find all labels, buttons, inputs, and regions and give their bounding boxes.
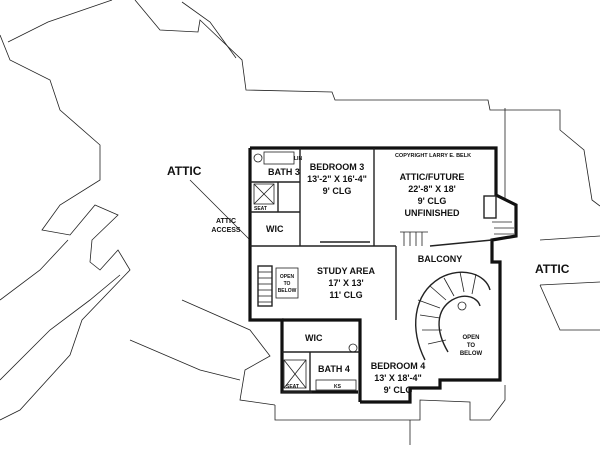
bedroom3-size: 13'-2" X 16'-4" [307, 174, 367, 184]
attic-left-label: ATTIC [167, 164, 202, 178]
attic-future-size: 22'-8" X 18' [408, 184, 456, 194]
attic-future-ceiling: 9' CLG [418, 196, 447, 206]
open-below-left-1: OPEN [280, 274, 295, 280]
open-below-left-2: TO [284, 281, 291, 287]
attic-stair [400, 195, 514, 246]
seat-lower-label: SEAT [286, 384, 299, 390]
study-name: STUDY AREA [317, 266, 376, 276]
open-below-right-3: BELOW [460, 351, 483, 357]
balcony-label: BALCONY [418, 254, 463, 264]
stair-left [257, 265, 299, 307]
bedroom4-name: BEDROOM 4 [371, 361, 426, 371]
bedroom3-name: BEDROOM 3 [310, 162, 365, 172]
attic-access-line2: ACCESS [211, 227, 241, 234]
attic-future-status: UNFINISHED [404, 208, 460, 218]
ks-label: KS [334, 384, 342, 390]
bath4-label: BATH 4 [318, 364, 350, 374]
attic-access-line1: ATTIC [216, 218, 236, 225]
attic-future-name: ATTIC/FUTURE [400, 172, 465, 182]
wic-lower-label: WIC [305, 333, 323, 343]
seat-upper-label: SEAT [254, 206, 267, 212]
wic-upper-label: WIC [266, 224, 284, 234]
open-below-right-1: OPEN [462, 335, 479, 341]
spiral-stair [415, 271, 491, 361]
bath4-fixtures [283, 343, 358, 391]
bedroom4-ceiling: 9' CLG [384, 385, 413, 395]
study-size: 17' X 13' [328, 278, 363, 288]
open-below-right-2: TO [467, 343, 476, 349]
interior-walls [250, 148, 493, 393]
attic-right-label: ATTIC [535, 262, 570, 276]
open-below-left-3: BELOW [278, 288, 297, 294]
bedroom3-ceiling: 9' CLG [323, 186, 352, 196]
lin-label: LIN [294, 156, 302, 162]
copyright-label: COPYRIGHT LARRY E. BELK [395, 153, 471, 159]
bath3-fixtures [253, 151, 295, 205]
study-ceiling: 11' CLG [329, 290, 362, 300]
bath3-label: BATH 3 [268, 167, 300, 177]
bedroom4-size: 13' X 18'-4" [374, 373, 422, 383]
